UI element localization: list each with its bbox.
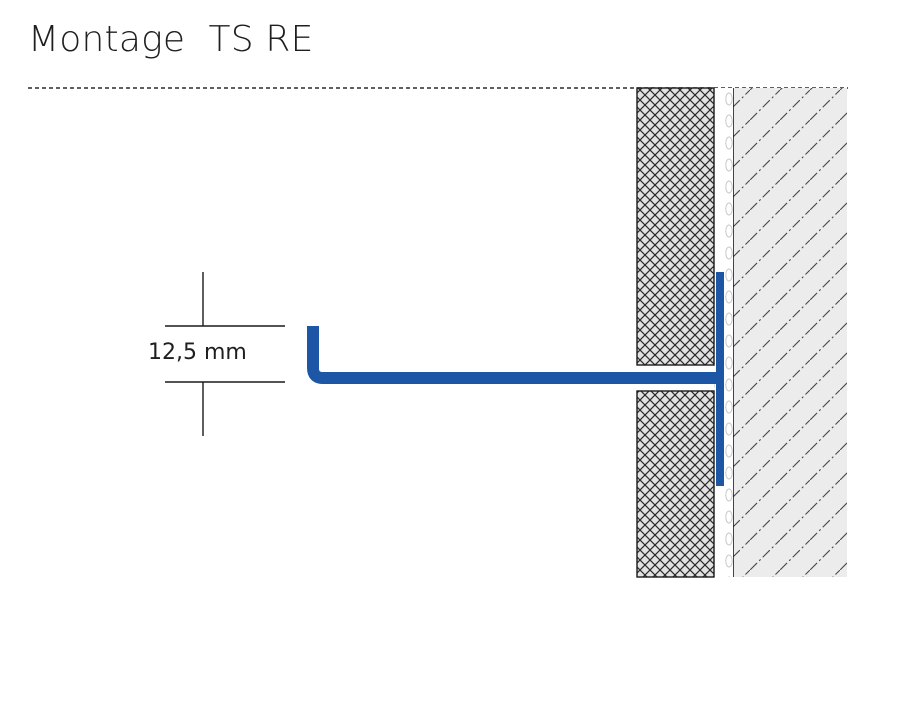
tile-upper — [636, 87, 715, 366]
dimension-12-5-mm — [165, 272, 285, 436]
profile-arm — [307, 326, 720, 384]
profile-ts-re — [307, 272, 724, 486]
wall-base-layer — [733, 88, 847, 577]
dimension-label: 12,5 mm — [148, 340, 247, 365]
tile-lower — [636, 390, 715, 578]
diagram-title: Montage TS RE — [28, 19, 314, 60]
